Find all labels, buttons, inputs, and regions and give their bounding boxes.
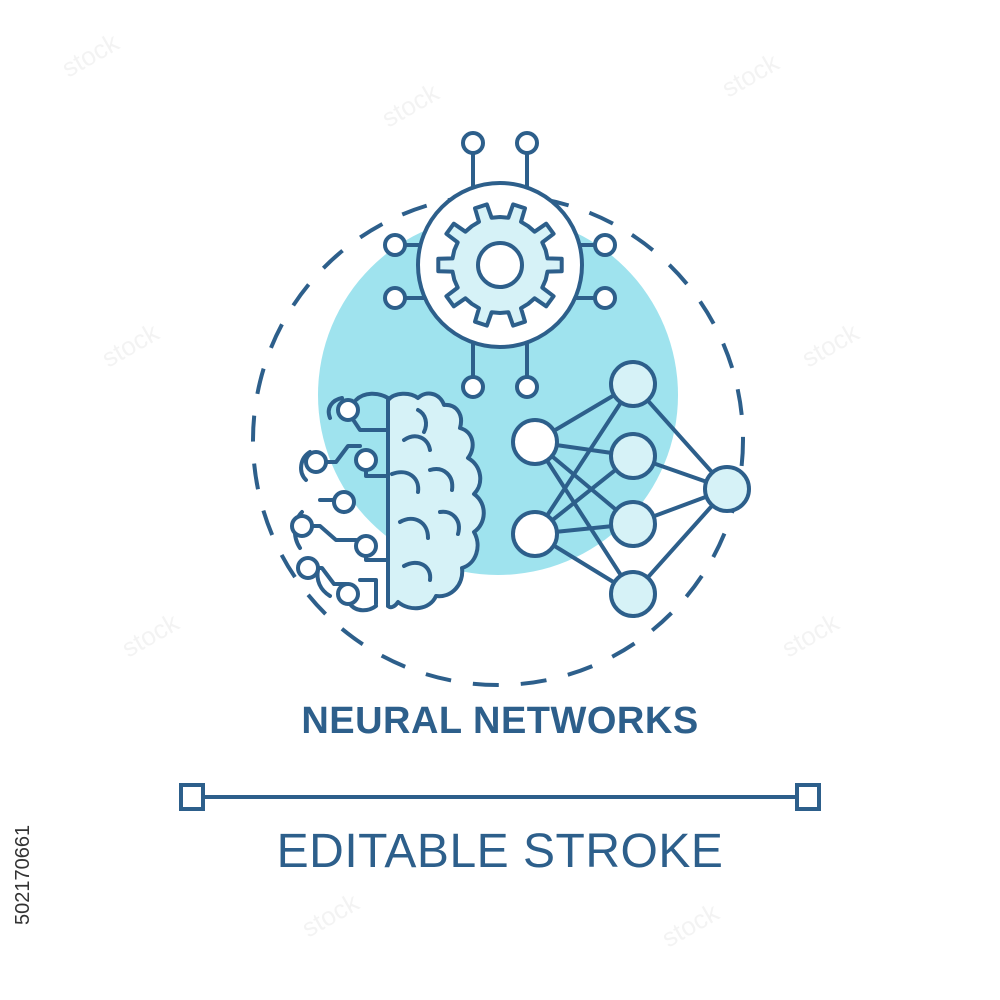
stock-id-text: 502170661 (12, 824, 34, 925)
gear-icon (383, 131, 617, 399)
brain-icon (290, 391, 486, 613)
stroke-line (179, 783, 821, 811)
subtitle: EDITABLE STROKE (276, 825, 724, 878)
neural-network-icon (511, 360, 751, 618)
page-title: NEURAL NETWORKS (301, 700, 699, 742)
stock-id: 502170661 (12, 0, 38, 1000)
